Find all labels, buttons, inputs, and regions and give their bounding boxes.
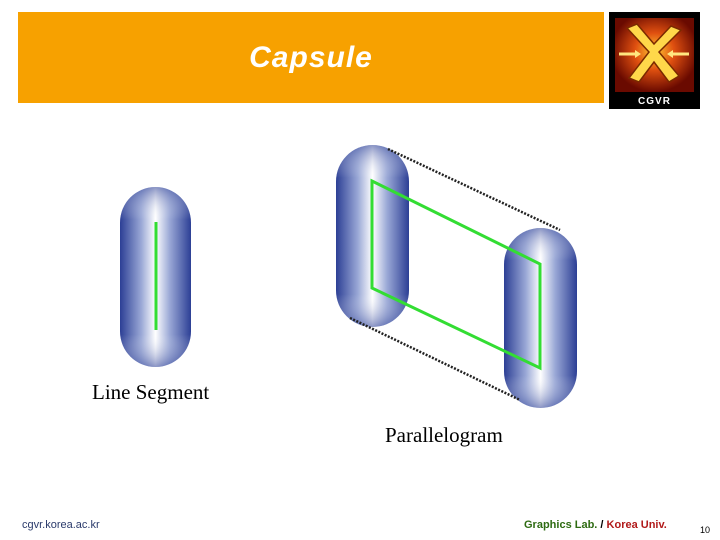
- line-segment-capsule: [120, 187, 191, 367]
- cgvr-logo-icon: CGVR: [609, 12, 700, 109]
- footer-university: Korea Univ.: [606, 519, 667, 531]
- title-bar: Capsule: [18, 12, 604, 103]
- page-number: 10: [700, 525, 711, 535]
- footer-lab: Graphics Lab.: [524, 519, 598, 531]
- sweep-edge-bottom: [349, 316, 521, 402]
- slide-title: Capsule: [249, 40, 373, 74]
- footer-url: cgvr.korea.ac.kr: [22, 519, 100, 531]
- parallelogram-shape: [370, 178, 542, 371]
- caption-parallelogram: Parallelogram: [385, 423, 503, 447]
- logo-label: CGVR: [638, 96, 671, 107]
- sweep-edge-top: [387, 147, 561, 232]
- caption-line-segment: Line Segment: [92, 380, 210, 404]
- footer-separator: /: [597, 519, 607, 531]
- footer-affiliation: Graphics Lab. / Korea Univ.: [524, 519, 667, 531]
